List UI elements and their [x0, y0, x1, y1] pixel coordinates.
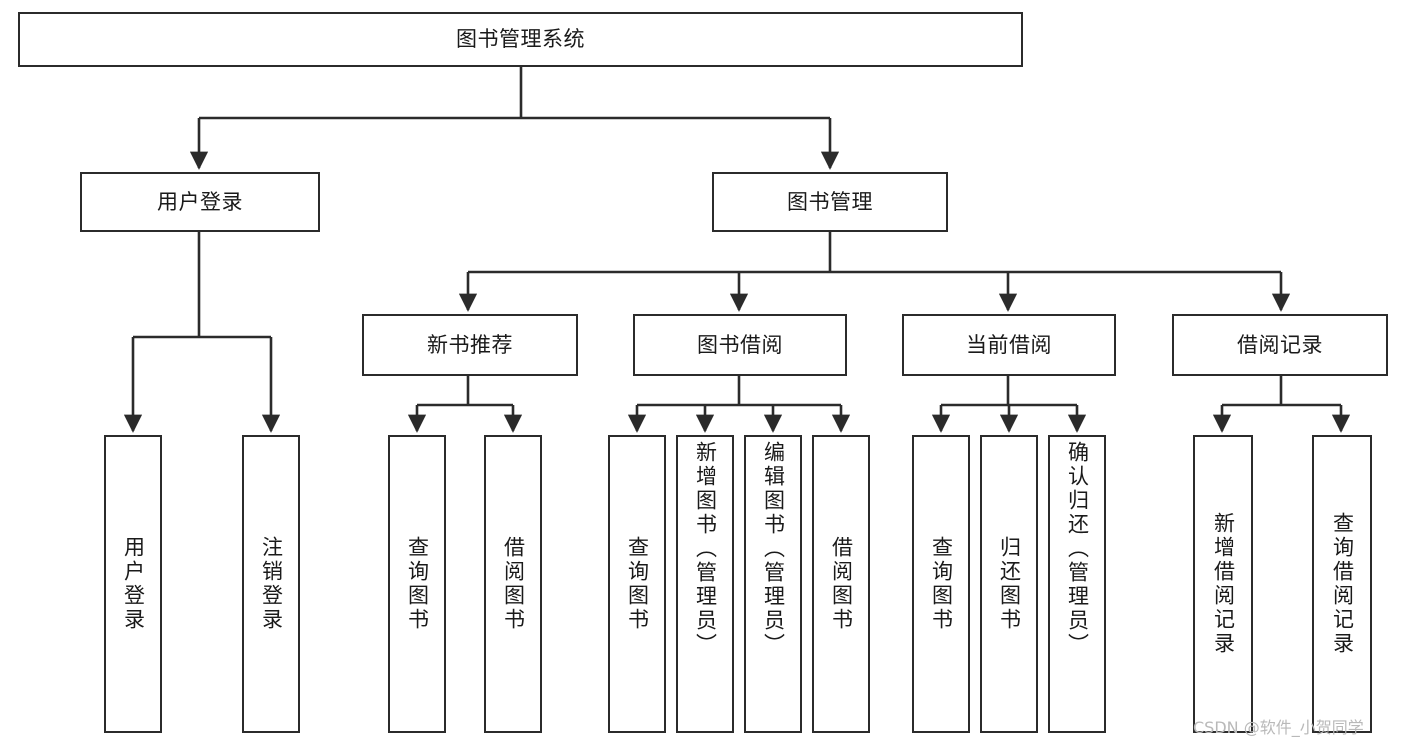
- leaf-return-book-label: 归还图书: [997, 536, 1022, 632]
- leaf-edit-book-label: 编辑图书（管理员）: [761, 441, 786, 657]
- leaf-user-login-label: 用户登录: [121, 536, 146, 632]
- leaf-add-book-label: 新增图书（管理员）: [693, 441, 718, 657]
- node-borrow-record-label: 借阅记录: [1237, 332, 1323, 357]
- leaf-logout-login-label: 注销登录: [259, 536, 284, 632]
- leaf-confirm-return[interactable]: 确认归还（管理员）: [1048, 435, 1106, 733]
- node-user-login[interactable]: 用户登录: [80, 172, 320, 232]
- node-book-manage[interactable]: 图书管理: [712, 172, 948, 232]
- leaf-confirm-return-label: 确认归还（管理员）: [1065, 441, 1090, 657]
- node-root-label: 图书管理系统: [456, 27, 585, 52]
- leaf-user-login[interactable]: 用户登录: [104, 435, 162, 733]
- leaf-query-book-3-label: 查询图书: [929, 536, 954, 632]
- node-root[interactable]: 图书管理系统: [18, 12, 1023, 67]
- leaf-add-book[interactable]: 新增图书（管理员）: [676, 435, 734, 733]
- leaf-borrow-book-2-label: 借阅图书: [829, 536, 854, 632]
- leaf-return-book[interactable]: 归还图书: [980, 435, 1038, 733]
- watermark: CSDN @软件_小贺同学: [1193, 718, 1364, 737]
- leaf-borrow-book-1-label: 借阅图书: [501, 536, 526, 632]
- leaf-add-record-label: 新增借阅记录: [1211, 512, 1236, 656]
- node-book-borrow-label: 图书借阅: [697, 332, 783, 357]
- leaf-query-book-1-label: 查询图书: [405, 536, 430, 632]
- leaf-query-book-1[interactable]: 查询图书: [388, 435, 446, 733]
- leaf-query-record[interactable]: 查询借阅记录: [1312, 435, 1372, 733]
- leaf-add-record[interactable]: 新增借阅记录: [1193, 435, 1253, 733]
- node-borrow-record[interactable]: 借阅记录: [1172, 314, 1388, 376]
- leaf-query-record-label: 查询借阅记录: [1330, 512, 1355, 656]
- node-current-borrow[interactable]: 当前借阅: [902, 314, 1116, 376]
- node-book-manage-label: 图书管理: [787, 189, 873, 214]
- node-new-book-recommend-label: 新书推荐: [427, 332, 513, 357]
- node-user-login-label: 用户登录: [157, 189, 243, 214]
- node-current-borrow-label: 当前借阅: [966, 332, 1052, 357]
- leaf-query-book-3[interactable]: 查询图书: [912, 435, 970, 733]
- node-new-book-recommend[interactable]: 新书推荐: [362, 314, 578, 376]
- leaf-borrow-book-1[interactable]: 借阅图书: [484, 435, 542, 733]
- leaf-logout-login[interactable]: 注销登录: [242, 435, 300, 733]
- node-book-borrow[interactable]: 图书借阅: [633, 314, 847, 376]
- leaf-query-book-2[interactable]: 查询图书: [608, 435, 666, 733]
- leaf-edit-book[interactable]: 编辑图书（管理员）: [744, 435, 802, 733]
- leaf-borrow-book-2[interactable]: 借阅图书: [812, 435, 870, 733]
- leaf-query-book-2-label: 查询图书: [625, 536, 650, 632]
